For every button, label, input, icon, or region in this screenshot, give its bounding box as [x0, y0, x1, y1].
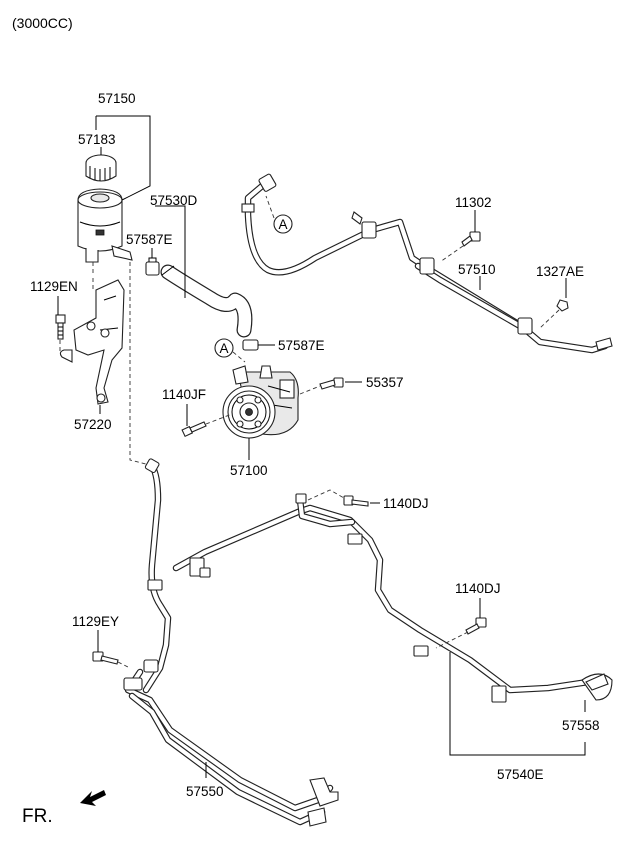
return-line-assembly [123, 458, 613, 827]
label-57220: 57220 [74, 417, 112, 432]
label-57183: 57183 [78, 132, 116, 147]
bolt-1140jf-icon [181, 421, 207, 438]
label-57587e-upper: 57587E [126, 232, 173, 247]
front-direction-indicator: FR. [22, 790, 106, 827]
bolt-1140dj-lower-icon [465, 617, 487, 635]
label-1327ae: 1327AE [536, 264, 584, 279]
bolt-1140dj-upper-icon [343, 495, 369, 507]
reservoir-assembly [55, 154, 133, 405]
label-57540e: 57540E [497, 767, 544, 782]
label-57530d: 57530D [150, 193, 198, 208]
label-57150: 57150 [98, 91, 136, 106]
pressure-hose-upper [241, 173, 613, 354]
bolt-55357-icon [319, 377, 344, 390]
nut-1327ae-icon [556, 299, 569, 312]
label-57100: 57100 [230, 463, 268, 478]
front-label: FR. [22, 806, 53, 827]
label-1140dj-upper: 1140DJ [383, 496, 429, 511]
bolt-1129ey-icon [92, 651, 119, 665]
suction-hose [160, 264, 253, 338]
label-1129ey: 1129EY [72, 614, 119, 629]
hose-clamp-upper-icon [145, 257, 160, 276]
label-57558: 57558 [562, 718, 600, 733]
bolt-1129en-icon [55, 314, 66, 340]
callout-a-pump: A [214, 338, 246, 363]
part-labels: 57150 57183 57530D 57587E 57587E 11302 5… [30, 91, 600, 799]
reservoir-tank [77, 188, 133, 263]
bolt-11302-icon [461, 231, 481, 247]
label-57587e-lower: 57587E [278, 338, 325, 353]
label-1140dj-lower: 1140DJ [455, 581, 501, 596]
label-55357: 55357 [366, 375, 404, 390]
reservoir-cap [85, 154, 117, 182]
label-11302: 11302 [455, 195, 492, 210]
label-1140jf: 1140JF [162, 387, 206, 402]
reservoir-bracket [59, 279, 125, 405]
front-arrow-icon [80, 790, 106, 806]
svg-text:A: A [278, 217, 287, 232]
callout-a-hose: A [265, 195, 293, 234]
hose-clamp-lower-icon [242, 339, 259, 351]
engine-variant-label: (3000CC) [12, 15, 73, 31]
power-steering-pump [222, 365, 299, 439]
svg-text:A: A [219, 341, 228, 356]
label-57510: 57510 [458, 262, 496, 277]
label-57550: 57550 [186, 784, 224, 799]
label-1129en: 1129EN [30, 279, 78, 294]
